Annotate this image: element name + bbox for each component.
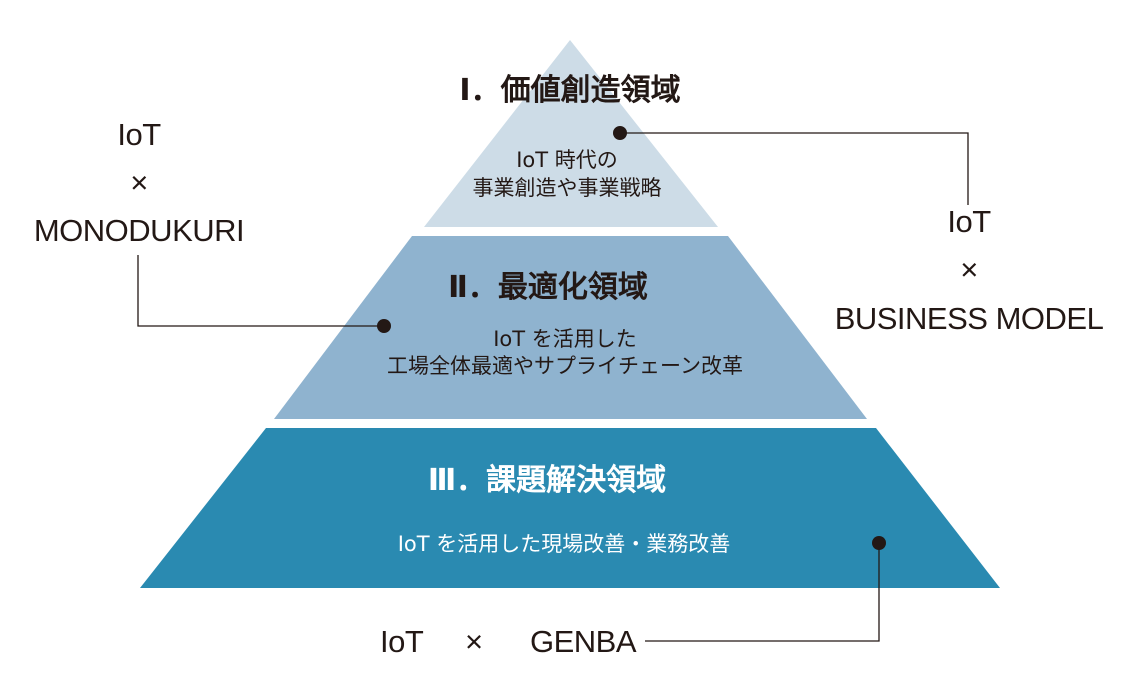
tier-3-desc-line1: IoT を活用した現場改善・業務改善 (397, 532, 731, 556)
dot-tier-3 (872, 536, 886, 550)
left-callout-line2: × (130, 165, 148, 200)
right-callout-line3: BUSINESS MODEL (834, 301, 1104, 336)
tier-1-desc-line2: 事業創造や事業戦略 (472, 176, 662, 200)
tier-2-shape (274, 236, 867, 419)
connector-bottom (645, 543, 880, 642)
tier-1-desc-line1: IoT 時代の (516, 148, 618, 172)
dot-tier-2 (377, 319, 391, 333)
right-callout-line1: IoT (947, 204, 991, 239)
dot-tier-1 (613, 126, 627, 140)
bottom-callout-part3: GENBA (530, 624, 637, 659)
tier-2-desc-line1: IoT を活用した (493, 327, 637, 351)
bottom-callout-part2: × (465, 624, 483, 659)
left-callout-line3: MONODUKURI (33, 213, 245, 248)
tier-3-shape (140, 428, 1000, 588)
bottom-callout-part1: IoT (380, 624, 424, 659)
connector-right (620, 132, 969, 205)
right-callout-line2: × (960, 252, 978, 287)
left-callout-line1: IoT (117, 117, 161, 152)
tier-2-title: Ⅱ．最適化領域 (448, 270, 648, 305)
tier-2-desc-line2: 工場全体最適やサプライチェーン改革 (387, 354, 743, 378)
tier-1-shape (424, 40, 718, 227)
connector-left (137, 255, 384, 327)
tier-1-title: Ⅰ．価値創造領域 (459, 73, 681, 108)
tier-3-title: Ⅲ．課題解決領域 (427, 463, 667, 498)
